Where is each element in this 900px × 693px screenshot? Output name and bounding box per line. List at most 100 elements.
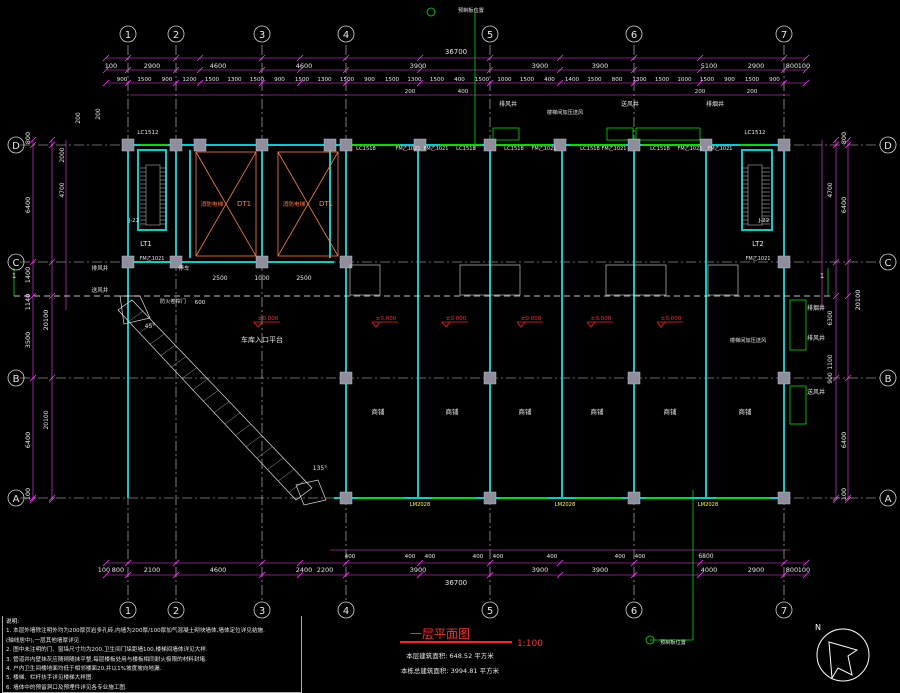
door-code: LM2028	[410, 502, 431, 508]
row-axis-bubble	[879, 253, 897, 271]
bottom-span-dimension: 3900	[410, 566, 427, 574]
structural-column	[339, 255, 353, 269]
left-dimension: 800	[24, 132, 32, 144]
shaft-label: 排烟井	[706, 100, 724, 108]
bottom-span-dimension: 800	[786, 566, 798, 574]
column-axis-label: 7	[781, 606, 787, 617]
window-code: LC1518	[456, 146, 476, 152]
top-detail-dimension: 1500	[340, 77, 355, 83]
window-code: LC1518	[356, 146, 376, 152]
note-line: 2. 图中未注明的门、窗垛尺寸均为200,卫生间门垛距墙100,楼梯间墙体详见大…	[6, 647, 208, 654]
top-span-dimension: 800	[786, 62, 798, 70]
structural-column	[483, 371, 497, 385]
right-dimension: 800	[840, 132, 848, 144]
structural-column	[627, 371, 641, 385]
top-detail-dimension: 1300	[407, 77, 422, 83]
row-axis-label: C	[13, 258, 20, 269]
column-axis-bubble	[481, 601, 499, 619]
shaft-label: 送风井	[92, 286, 109, 294]
top-span-dimension: 4600	[296, 62, 313, 70]
shaft-label: 排烟井	[807, 304, 825, 312]
note-line: 5. 楼梯、栏杆扶手详见楼梯大样图.	[6, 675, 94, 682]
note-line: 1. 本层外墙除注明外均为200厚页岩多孔砖,内墙为200厚/100厚加气混凝土…	[6, 628, 265, 635]
structural-column	[121, 138, 135, 152]
row-axis-bubble	[7, 369, 25, 387]
column-axis-label: 6	[631, 30, 637, 41]
structural-column	[413, 138, 427, 152]
top-detail-dimension: 900	[364, 77, 375, 83]
right-inner-dimension: 1100	[827, 354, 834, 369]
structural-column	[699, 138, 713, 152]
column-axis-bubble	[167, 25, 185, 43]
structural-column	[777, 255, 791, 269]
top-detail-dimension: 1500	[520, 77, 535, 83]
top-span-dimension: 2900	[144, 62, 161, 70]
angle-label: 135°	[313, 465, 327, 472]
top-detail-dimension: 1200	[182, 77, 197, 83]
top-detail-dimension: 1500	[385, 77, 400, 83]
bottom-span-dimension: 2200	[317, 566, 334, 574]
door-code: LM2028	[555, 502, 576, 508]
column-axis-label: 6	[631, 606, 637, 617]
left-inner-dimension: 20100	[43, 410, 50, 429]
elevation-label: ±0.000	[591, 316, 612, 322]
column-axis-label: 7	[781, 30, 787, 41]
shaft-label: 排风井	[807, 334, 825, 342]
elevation-label: ±0.000	[446, 316, 467, 322]
top-span-dimension: 2900	[748, 62, 765, 70]
left-dimension: 1400	[24, 267, 32, 284]
dimension-ticks	[29, 54, 852, 579]
top-detail-dimension: 1500	[700, 77, 715, 83]
column-axis-bubble	[253, 601, 271, 619]
top-detail-dimension: 1300	[317, 77, 332, 83]
elevation-label: ±0.000	[661, 316, 682, 322]
structural-column	[323, 138, 337, 152]
column-axis-label: 2	[173, 30, 179, 41]
dimension-label: 600	[195, 300, 206, 306]
bottom-span-dimension: 100	[98, 566, 110, 574]
door-code: FM乙1021	[602, 145, 627, 152]
top-detail-dimension: 900	[162, 77, 173, 83]
top-detail-dimension: 1300	[227, 77, 242, 83]
stair-mark: J-22	[128, 218, 140, 224]
stairs	[145, 164, 763, 226]
windows	[140, 144, 770, 499]
bottom-span-dimension: 800	[112, 566, 124, 574]
top-detail-dimension: 1500	[745, 77, 760, 83]
elevator-label: 消防电梯	[283, 200, 306, 208]
column-axis-bubble	[625, 25, 643, 43]
top-detail-dimension: 1500	[655, 77, 670, 83]
column-axis-bubble	[167, 601, 185, 619]
bottom-detail-dimension: 400	[405, 554, 416, 560]
room-label-shop: 商铺	[664, 407, 678, 416]
bottom-span-dimension: 3900	[532, 566, 549, 574]
column-axis-bubble	[775, 601, 793, 619]
top-detail-dimension: 1500	[205, 77, 220, 83]
section-mark: 1	[12, 272, 16, 280]
row-axis-bubble	[7, 136, 25, 154]
door-code: FM乙1021	[746, 255, 771, 262]
left-dimension: 20100	[42, 310, 50, 331]
dimension-label: 1000	[254, 275, 269, 282]
row-axis-label: D	[884, 141, 892, 152]
bottom-span-dimension: 2900	[748, 566, 765, 574]
top-detail-dimension: 900	[724, 77, 735, 83]
left-inner-dimension: 200	[75, 112, 82, 124]
right-inner-dimension: 900	[827, 372, 834, 384]
bottom-span-dimension: 100	[798, 566, 810, 574]
door-code: FM乙1021	[532, 145, 557, 152]
row-axis-bubble	[879, 369, 897, 387]
top-span-dimension: 3900	[410, 62, 427, 70]
note-line: (轴线居中),一层其他墙厚详见.	[6, 637, 82, 644]
top-detail-dimension: 1500	[137, 77, 152, 83]
drawing-notes: 说明: 1. 本层外墙除注明外均为200厚页岩多孔砖,内墙为200厚/100厚加…	[2, 616, 302, 693]
bottom-detail-dimension: 400	[493, 554, 504, 560]
label: 停车	[178, 264, 190, 272]
area-summary: 本层建筑面积: 648.52 平方米	[406, 651, 494, 660]
row-axis-bubble	[7, 489, 25, 507]
column-axis-bubble	[253, 25, 271, 43]
door-code: FM乙1021	[708, 145, 733, 152]
left-inner-dimension: 4700	[59, 182, 66, 197]
vent-note: 楼梯间加压送风	[730, 336, 767, 344]
